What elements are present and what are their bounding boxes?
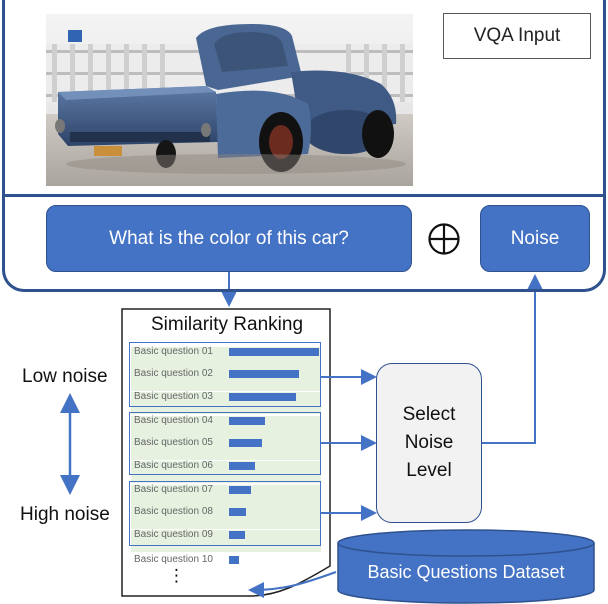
question-row-background: [131, 485, 321, 507]
basic-question-label: Basic question 10: [134, 554, 213, 565]
vqa-input-panel: [2, 0, 606, 292]
ranking-ellipsis: ⋮: [168, 566, 185, 585]
basic-question-label: Basic question 06: [134, 460, 213, 471]
select-noise-level-box: Select Noise Level: [376, 363, 482, 523]
basic-question-label: Basic question 05: [134, 437, 213, 448]
similarity-bar: [229, 393, 296, 401]
noise-box: Noise: [480, 205, 590, 272]
basic-question-label: Basic question 08: [134, 506, 213, 517]
question-row-background: [131, 416, 321, 438]
low-noise-group: [129, 342, 321, 407]
high-noise-group: [129, 481, 321, 546]
question-box: What is the color of this car?: [46, 205, 412, 272]
basic-question-label: Basic question 02: [134, 368, 213, 379]
select-to-noise-arrow: [482, 274, 543, 444]
similarity-bar: [229, 439, 262, 447]
basic-question-label: Basic question 01: [134, 346, 213, 357]
select-noise-line-2: Noise: [404, 432, 454, 453]
question-row-background: [131, 438, 321, 460]
high-noise-label: High noise: [20, 504, 110, 525]
similarity-bar: [229, 462, 255, 470]
question-row-background: [131, 461, 321, 483]
similarity-bar: [229, 556, 239, 564]
similarity-bar: [229, 417, 265, 425]
low-noise-label: Low noise: [22, 366, 108, 387]
basic-question-label: Basic question 07: [134, 484, 213, 495]
truck-photo: [46, 14, 413, 186]
similarity-bar: [229, 531, 245, 539]
ranking-title: Similarity Ranking: [150, 314, 304, 335]
select-noise-line-3: Level: [406, 460, 452, 481]
similarity-bar: [229, 508, 246, 516]
basic-question-label: Basic question 04: [134, 415, 213, 426]
question-row-background: [131, 530, 321, 552]
basic-question-label: Basic question 03: [134, 391, 213, 402]
select-noise-line-1: Select: [402, 404, 456, 425]
question-row-background: [131, 507, 321, 529]
basic-question-label: Basic question 09: [134, 529, 213, 540]
oplus-icon: [428, 223, 460, 255]
dataset-cylinder: [337, 529, 595, 604]
dataset-label: Basic Questions Dataset: [367, 562, 565, 582]
panel-divider: [2, 194, 606, 197]
mid-noise-group: [129, 412, 321, 475]
dataset-to-ranking-arrow: [248, 571, 337, 598]
similarity-bar: [229, 370, 299, 378]
similarity-bar: [229, 348, 319, 356]
vqa-input-label: VQA Input: [443, 13, 591, 59]
similarity-bar: [229, 486, 251, 494]
